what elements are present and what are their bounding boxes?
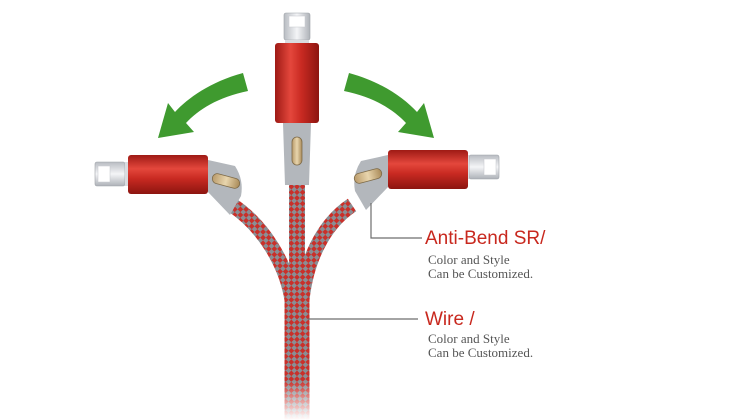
rotate-right-arrow-icon [344,73,434,138]
wire-desc-line2: Can be Customized. [428,345,534,360]
wire-desc-line1: Color and Style [428,331,510,346]
anti-bend-title: Anti-Bend SR/ [425,228,546,249]
anti-bend-leader-line [370,203,422,239]
rotate-left-arrow-icon [158,73,248,138]
wire-title: Wire / [425,309,475,330]
right-lightning-connector [353,150,500,210]
anti-bend-desc-line1: Color and Style [428,252,510,267]
center-braided-cable [289,180,305,420]
anti-bend-desc-line2: Can be Customized. [428,266,534,281]
center-lightning-connector [275,12,319,185]
left-lightning-connector [94,155,242,215]
